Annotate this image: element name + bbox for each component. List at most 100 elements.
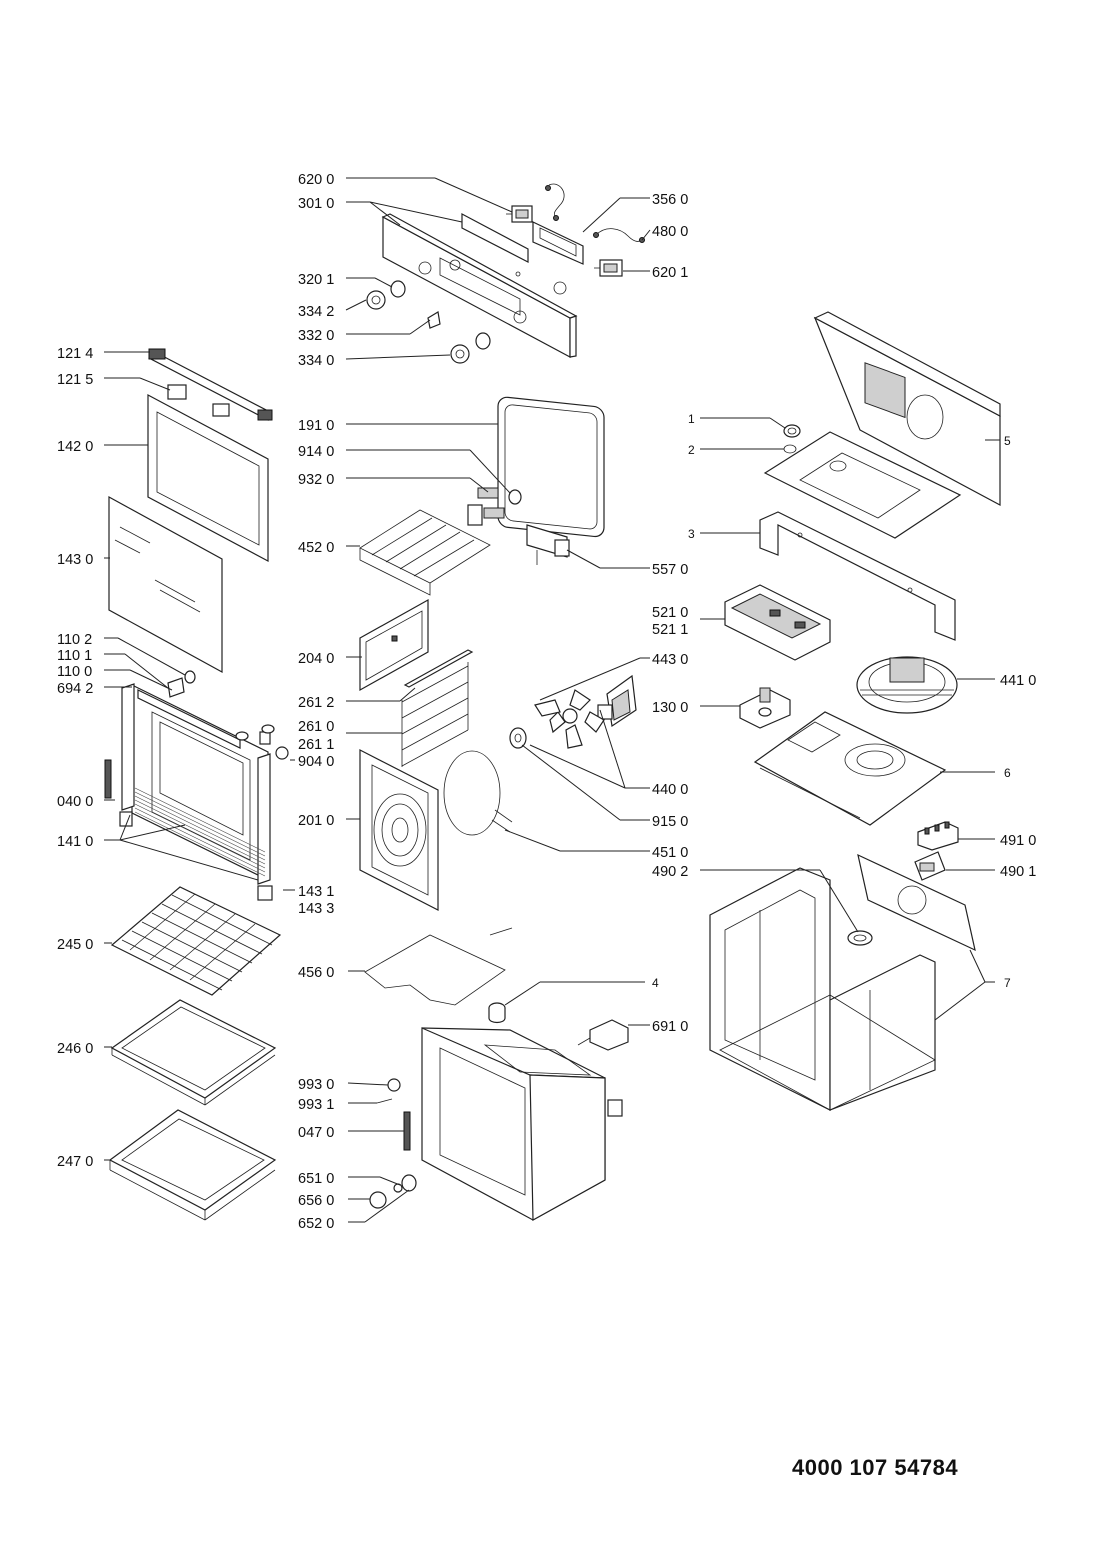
- cable-part: [593, 228, 645, 243]
- inner-glass-part: [108, 495, 223, 674]
- label-334-0: 334 0: [298, 353, 334, 369]
- fan-motor-part: [597, 674, 637, 728]
- small-fixing-parts: [369, 1078, 417, 1209]
- label-142-0: 142 0: [57, 439, 93, 455]
- label-143-3: 143 3: [298, 901, 334, 917]
- mounting-bracket-part: [759, 511, 956, 641]
- grill-element-part: [359, 504, 491, 596]
- label-191-0: 191 0: [298, 418, 334, 434]
- label-451-0: 451 0: [652, 845, 688, 861]
- label-694-2: 694 2: [57, 681, 93, 697]
- label-904-0: 904 0: [298, 754, 334, 770]
- parts-illustrations: [104, 183, 1001, 1222]
- label-557-0: 557 0: [652, 562, 688, 578]
- fan-blade-part: [534, 689, 605, 749]
- label-480-0: 480 0: [652, 224, 688, 240]
- label-521-1: 521 1: [652, 622, 688, 638]
- thermostat-part: [526, 524, 570, 565]
- back-cover-part: [359, 598, 429, 692]
- label-915-0: 915 0: [652, 814, 688, 830]
- drip-pan-part: [108, 1109, 277, 1221]
- label-143-1: 143 1: [298, 884, 334, 900]
- control-panel-part: [381, 213, 578, 359]
- cable-clamp-part: [914, 851, 946, 881]
- door-handle-part: [148, 348, 273, 421]
- relay-part: [739, 687, 791, 729]
- label-914-0: 914 0: [298, 444, 334, 460]
- label-4: 4: [652, 976, 659, 990]
- label-261-2: 261 2: [298, 695, 334, 711]
- label-932-0: 932 0: [298, 472, 334, 488]
- label-245-0: 245 0: [57, 937, 93, 953]
- label-110-2: 110 2: [57, 632, 92, 648]
- door-mesh-band: [134, 787, 266, 877]
- gasket-ring-parts: [783, 424, 801, 454]
- terminal-block-part: [917, 821, 959, 851]
- label-047-0: 047 0: [298, 1125, 334, 1141]
- label-246-0: 246 0: [57, 1041, 93, 1057]
- label-7: 7: [1004, 976, 1011, 990]
- label-6: 6: [1004, 766, 1011, 780]
- label-620-1: 620 1: [652, 265, 688, 281]
- label-691-0: 691 0: [652, 1019, 688, 1035]
- label-143-0: 143 0: [57, 552, 93, 568]
- label-121-5: 121 5: [57, 372, 93, 388]
- label-993-1: 993 1: [298, 1097, 334, 1113]
- label-356-0: 356 0: [652, 192, 688, 208]
- label-452-0: 452 0: [298, 540, 334, 556]
- label-5: 5: [1004, 434, 1011, 448]
- label-3: 3: [688, 527, 695, 541]
- label-620-0: 620 0: [298, 172, 334, 188]
- label-490-1: 490 1: [1000, 864, 1036, 880]
- label-301-0: 301 0: [298, 196, 334, 212]
- label-247-0: 247 0: [57, 1154, 93, 1170]
- document-number: 4000 107 54784: [792, 1455, 959, 1480]
- label-332-0: 332 0: [298, 328, 334, 344]
- lamp-cover-part: [488, 1002, 506, 1024]
- door-seal-part: [497, 396, 605, 538]
- label-651-0: 651 0: [298, 1171, 334, 1187]
- circular-element-part: [443, 750, 513, 836]
- lamp-holder-part: [577, 1019, 629, 1051]
- selector-switch-part: [506, 205, 533, 223]
- spring-parts: [477, 487, 522, 519]
- label-2: 2: [688, 443, 695, 457]
- display-board-part: [532, 183, 584, 265]
- label-141-0: 141 0: [57, 834, 93, 850]
- lower-element-part: [364, 927, 513, 1006]
- fan-nut-part: [509, 727, 527, 749]
- label-334-2: 334 2: [298, 304, 334, 320]
- rear-panel-part: [813, 311, 1001, 507]
- outer-glass-part: [147, 394, 269, 562]
- label-440-0: 440 0: [652, 782, 688, 798]
- shelf-guide-part: [401, 649, 474, 767]
- knob-parts: [366, 280, 491, 364]
- baking-tray-part: [110, 999, 277, 1106]
- label-130-0: 130 0: [652, 700, 688, 716]
- electronic-board-part: [724, 584, 831, 661]
- inner-door-part: [104, 683, 289, 901]
- top-plate-part: [763, 431, 962, 539]
- label-040-0: 040 0: [57, 794, 93, 810]
- label-491-0: 491 0: [1000, 833, 1036, 849]
- wire-shelf-part: [110, 886, 282, 996]
- cooling-fan-part: [856, 656, 958, 714]
- label-110-1: 110 1: [57, 648, 92, 664]
- leader-lines: [104, 177, 1000, 1223]
- label-110-0: 110 0: [57, 664, 92, 680]
- label-652-0: 652 0: [298, 1216, 334, 1232]
- base-plate-part: [753, 711, 947, 826]
- label-456-0: 456 0: [298, 965, 334, 981]
- label-490-2: 490 2: [652, 864, 688, 880]
- label-443-0: 443 0: [652, 652, 688, 668]
- door-washer-parts: [167, 670, 196, 698]
- label-201-0: 201 0: [298, 813, 334, 829]
- label-656-0: 656 0: [298, 1193, 334, 1209]
- fan-cover-part: [359, 749, 439, 911]
- label-1: 1: [688, 412, 695, 426]
- oven-cavity-part: [421, 1027, 623, 1222]
- label-993-0: 993 0: [298, 1077, 334, 1093]
- label-521-0: 521 0: [652, 605, 688, 621]
- thermostat-switch-part: [594, 259, 623, 277]
